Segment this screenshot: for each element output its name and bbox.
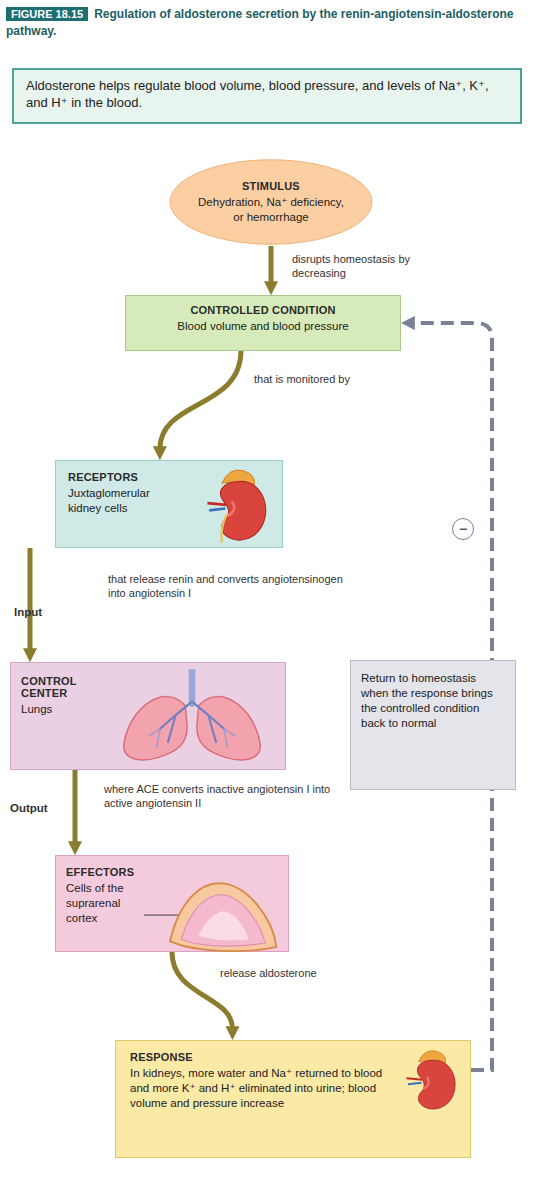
kidney-illustration: [402, 1045, 462, 1113]
control-center-text: Lungs: [21, 702, 99, 717]
flow-arrow: [28, 548, 33, 651]
response-heading: RESPONSE: [130, 1051, 380, 1063]
arrow-label: release aldosterone: [218, 966, 352, 980]
flow-arrow: [172, 952, 232, 1029]
flow-arrow: [269, 246, 274, 284]
effector-heading: EFFECTORS: [66, 866, 156, 878]
feedback-note: Return to homeostasis when the response …: [361, 671, 505, 731]
stimulus-text: Dehydration, Na⁺ deficiency, or hemorrha…: [194, 195, 348, 225]
condition-heading: CONTROLLED CONDITION: [136, 304, 390, 316]
node-box: CONTROLLED CONDITION Blood volume and blo…: [125, 295, 401, 351]
arrow-label: where ACE converts inactive angiotensin …: [102, 782, 336, 811]
receptor-heading: RECEPTORS: [68, 471, 188, 483]
suprarenal-section-illustration: [142, 874, 282, 958]
node-box: RESPONSE In kidneys, more water and Na⁺ r…: [115, 1040, 471, 1158]
figure-number: FIGURE 18.15: [6, 7, 88, 21]
arrow-label: that is monitored by: [252, 372, 356, 386]
input-label: Input: [14, 606, 42, 618]
arrow-label: disrupts homeostasis by decreasing: [290, 252, 444, 281]
arrow-label: that release renin and converts angioten…: [106, 572, 350, 601]
node-box: Aldosterone helps regulate blood volume,…: [12, 68, 522, 124]
negative-feedback-symbol: −: [452, 518, 474, 540]
node-box: CONTROL CENTER Lungs: [10, 662, 286, 770]
response-text: In kidneys, more water and Na⁺ returned …: [130, 1066, 392, 1111]
receptor-text: Juxtaglomerular kidney cells: [68, 486, 178, 516]
effector-text: Cells of the suprarenal cortex: [66, 881, 152, 926]
control-center-heading: CONTROL CENTER: [21, 675, 99, 699]
condition-text: Blood volume and blood pressure: [136, 319, 390, 334]
flow-arrow: [73, 770, 78, 844]
node-box: EFFECTORS Cells of the suprarenal cortex: [55, 855, 289, 952]
output-label: Output: [10, 802, 48, 814]
node-box: STIMULUS Dehydration, Na⁺ deficiency, or …: [168, 158, 374, 246]
node-box: RECEPTORS Juxtaglomerular kidney cells: [55, 460, 283, 548]
node-box: Return to homeostasis when the response …: [350, 660, 516, 790]
stimulus-heading: STIMULUS: [242, 180, 300, 192]
flow-arrow: [160, 351, 241, 449]
figure-header: FIGURE 18.15Regulation of aldosterone se…: [6, 6, 541, 41]
lungs-illustration: [107, 669, 277, 765]
intro-text: Aldosterone helps regulate blood volume,…: [26, 78, 508, 112]
kidney-illustration: [202, 463, 274, 545]
